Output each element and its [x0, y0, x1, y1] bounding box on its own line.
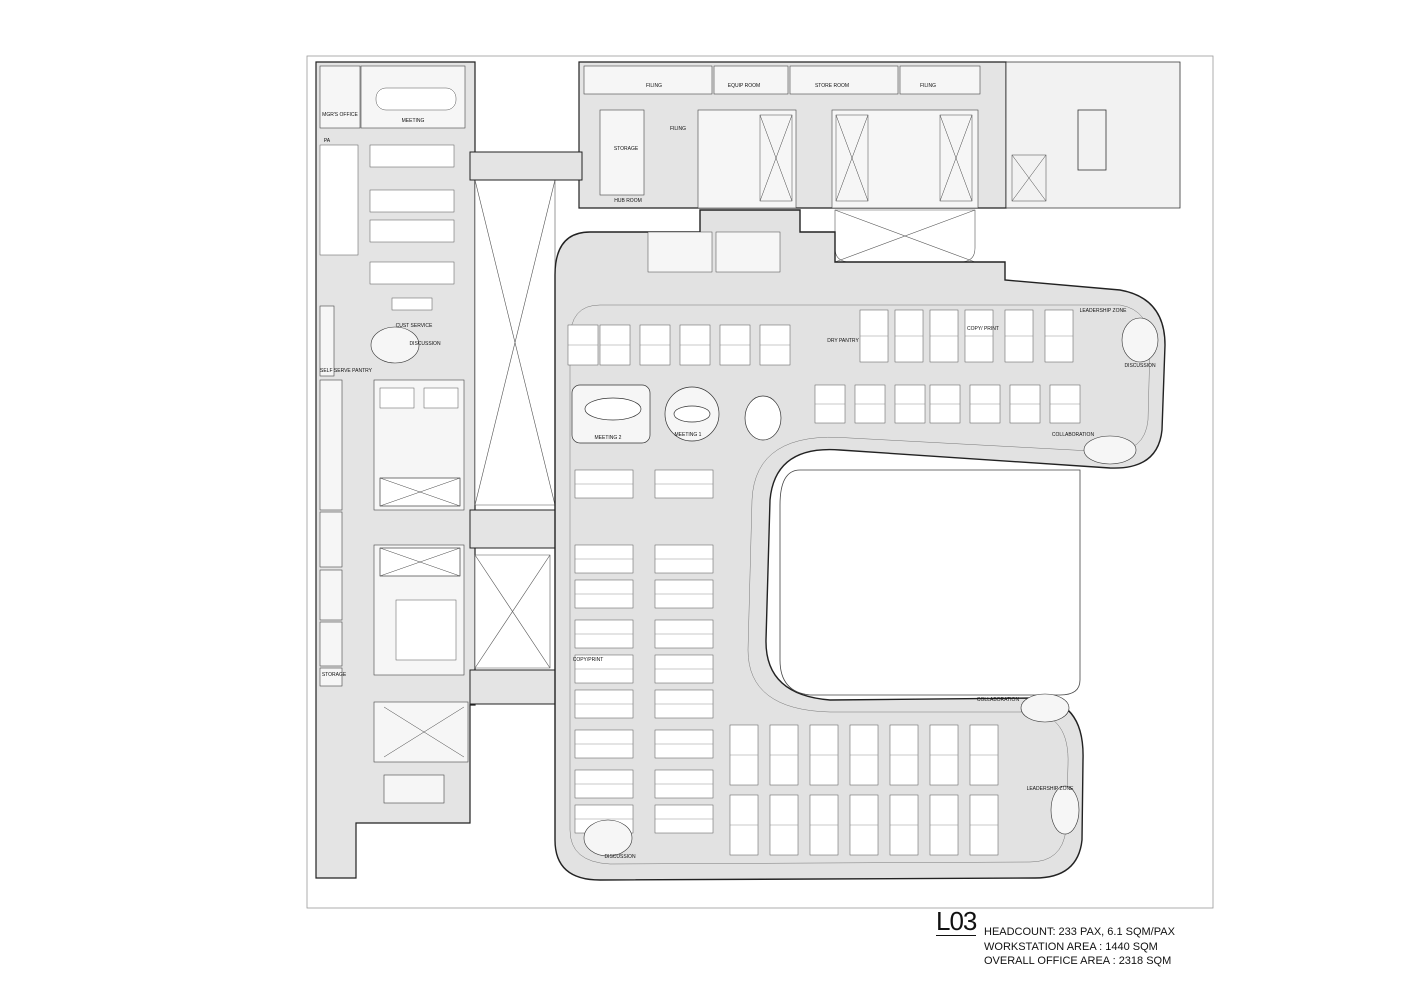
label-meeting-2: MEETING 2 — [595, 435, 622, 441]
label-discussion-right: DISCUSSION — [1124, 363, 1156, 369]
floor-inner-edge — [569, 304, 1151, 865]
label-equip-room: EQUIP ROOM — [728, 83, 760, 89]
top-right-terrace — [1005, 61, 1181, 209]
label-meeting: MEETING — [402, 118, 425, 124]
left-desks — [319, 87, 461, 661]
label-copy-print-mid: COPY/PRINT — [573, 657, 604, 663]
workstation-area-text: WORKSTATION AREA : 1440 SQM — [984, 940, 1158, 953]
courtyard — [779, 469, 1081, 696]
label-leadership-zone-top: LEADERSHIP ZONE — [1080, 308, 1128, 314]
atrium-voids — [474, 179, 976, 669]
label-cust-service: CUST SERVICE — [396, 323, 433, 329]
label-storage-left: STORAGE — [322, 672, 347, 678]
label-leadership-zone-bottom: LEADERSHIP ZONE — [1027, 786, 1075, 792]
sheet-frame — [306, 55, 1214, 909]
label-copy-print-top: COPY/ PRINT — [967, 326, 999, 332]
label-filing-right: FILING — [920, 83, 936, 89]
label-mgr-office: MGR'S OFFICE — [322, 112, 358, 118]
label-dry-pantry: DRY PANTRY — [827, 338, 859, 344]
office-area-text: OVERALL OFFICE AREA : 2318 SQM — [984, 955, 1172, 967]
label-hub-room: HUB ROOM — [614, 198, 642, 204]
label-meeting-1: MEETING 1 — [675, 432, 702, 438]
label-store-room: STORE ROOM — [815, 83, 849, 89]
workstation-clusters — [567, 309, 1081, 856]
label-filing-mid: FILING — [670, 126, 686, 132]
headcount-text: HEADCOUNT: 233 PAX, 6.1 SQM/PAX — [984, 926, 1175, 938]
meeting-rooms — [571, 384, 782, 444]
label-collaboration-bottom: COLLABORATION — [977, 697, 1020, 703]
label-storage-top: STORAGE — [614, 146, 639, 152]
lift-xboxes — [379, 114, 1047, 758]
escalators — [647, 231, 781, 273]
label-discussion-bottom: DISCUSSION — [604, 854, 636, 860]
level-title: L03 — [936, 906, 977, 936]
label-discussion-left: DISCUSSION — [409, 341, 441, 347]
label-self-serve-pantry: SELF SERVE PANTRY — [320, 368, 373, 374]
plan-stats: HEADCOUNT: 233 PAX, 6.1 SQM/PAX WORKSTAT… — [984, 925, 1175, 969]
discussion-pods — [370, 317, 1159, 857]
room-labels: MGR'S OFFICE MEETING PA CUST SERVICE DIS… — [320, 83, 1156, 860]
label-pa: PA — [324, 138, 331, 144]
bridges — [469, 151, 583, 705]
label-collaboration-top: COLLABORATION — [1052, 432, 1095, 438]
label-filing-top: FILING — [646, 83, 662, 89]
